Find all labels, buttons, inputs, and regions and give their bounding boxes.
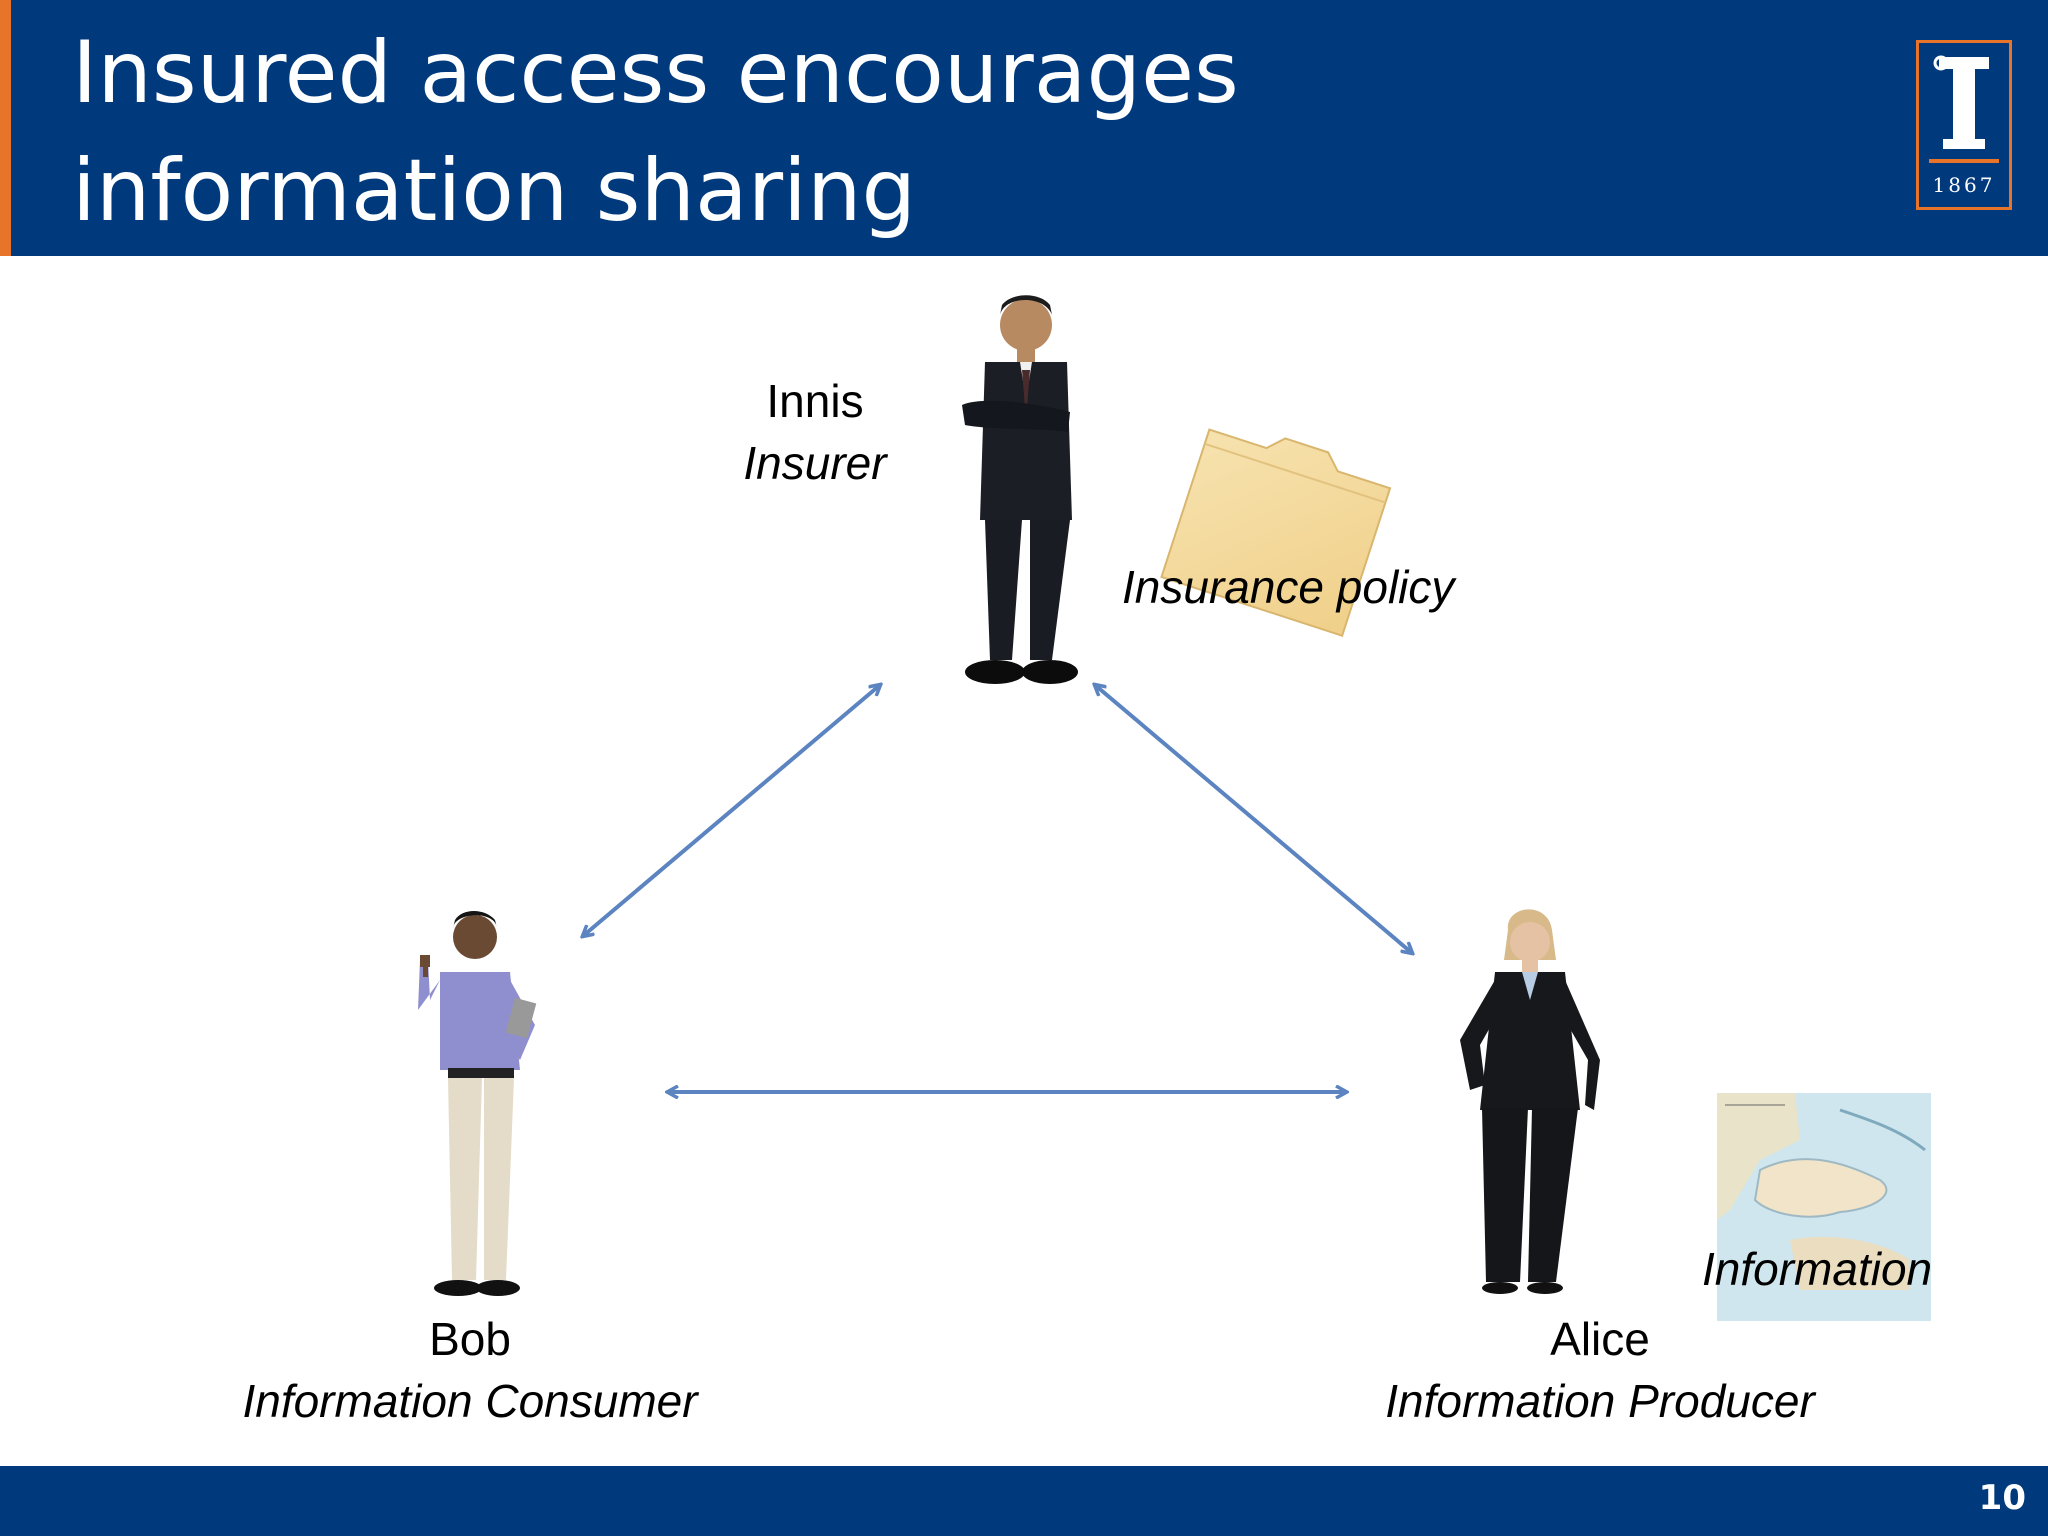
title-line-2: information sharing [72, 141, 917, 241]
column-icon [1929, 55, 1999, 163]
slide-footer: 10 [0, 1466, 2048, 1536]
university-logo: 1867 [1916, 40, 2012, 210]
header-accent-bar [0, 0, 11, 256]
producer-label: Alice Information Producer [1300, 1308, 1900, 1432]
page-number: 10 [1978, 1478, 2026, 1518]
diagram-canvas [418, 295, 1931, 1321]
consumer-role: Information Consumer [242, 1375, 698, 1427]
arrow-innis-bob [583, 685, 880, 936]
consumer-figure [418, 911, 537, 1296]
policy-label: Insurance policy [1122, 561, 1455, 613]
insurer-name: Innis [766, 375, 864, 427]
map-icon [1717, 1093, 1931, 1321]
slide-title: Insured access encourages information sh… [72, 14, 1772, 250]
producer-figure [1460, 909, 1600, 1294]
arrow-innis-alice [1095, 685, 1412, 953]
folder-icon [1160, 428, 1392, 637]
information-label: Information [1702, 1243, 1933, 1295]
logo-year: 1867 [1932, 173, 1996, 197]
consumer-name: Bob [429, 1313, 511, 1365]
producer-role: Information Producer [1385, 1375, 1815, 1427]
insurer-role: Insurer [743, 437, 887, 489]
title-line-1: Insured access encourages [72, 23, 1239, 123]
insurer-figure [962, 295, 1078, 684]
slide-header: Insured access encourages information sh… [0, 0, 2048, 256]
insurer-label: Innis Insurer [700, 370, 930, 494]
consumer-label: Bob Information Consumer [170, 1308, 770, 1432]
producer-name: Alice [1550, 1313, 1650, 1365]
